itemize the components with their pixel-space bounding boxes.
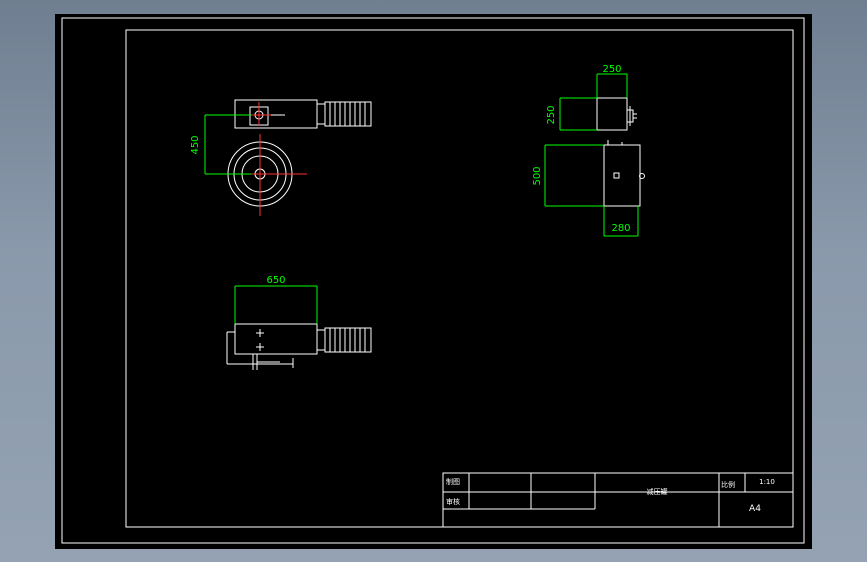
- title-block: [442, 472, 794, 528]
- tank-body-top: [234, 99, 318, 129]
- top-left-view: [234, 99, 372, 129]
- motor-body: [324, 101, 372, 127]
- front-motor-body: [324, 327, 372, 353]
- dim-side-width: [603, 206, 639, 237]
- title-block-scale-label: 比例: [721, 480, 735, 489]
- dim-top-height: [559, 97, 597, 131]
- dim-top-width: [596, 73, 628, 98]
- title-block-paper-size: A4: [749, 504, 761, 514]
- dim-side-width-label: 280: [611, 223, 630, 234]
- dim-front-width: [234, 285, 318, 324]
- title-block-row1-label: 制图: [446, 477, 460, 486]
- dim-top-width-label: 250: [602, 64, 621, 75]
- outer-border: [61, 17, 805, 544]
- title-block-row2-label: 审核: [446, 497, 460, 506]
- dim-top-height-label: 250: [546, 105, 557, 124]
- front-view: [226, 323, 372, 370]
- right-top-view: [596, 97, 637, 131]
- dim-left-spacing: [204, 114, 251, 175]
- drawing-sheet: 450 250 250 500 280: [55, 14, 812, 549]
- front-tank-body: [234, 323, 318, 355]
- title-block-scale-value: 1:10: [759, 478, 775, 486]
- front-motor-flange: [316, 329, 326, 351]
- inner-border: [125, 29, 794, 528]
- centerlines-top: [247, 102, 271, 126]
- dim-side-height: [544, 144, 604, 207]
- right-side-view: [603, 140, 645, 207]
- centerlines-round: [217, 134, 307, 216]
- dim-front-width-label: 650: [266, 275, 285, 286]
- cad-drawing: 450 250 250 500 280: [61, 17, 805, 544]
- motor-flange: [316, 103, 326, 125]
- large-tank-body: [603, 144, 641, 207]
- small-tank-body: [596, 97, 628, 131]
- dim-side-height-label: 500: [532, 166, 543, 185]
- title-block-drawing-name: 减压罐: [647, 487, 668, 496]
- dim-left-spacing-label: 450: [190, 135, 201, 154]
